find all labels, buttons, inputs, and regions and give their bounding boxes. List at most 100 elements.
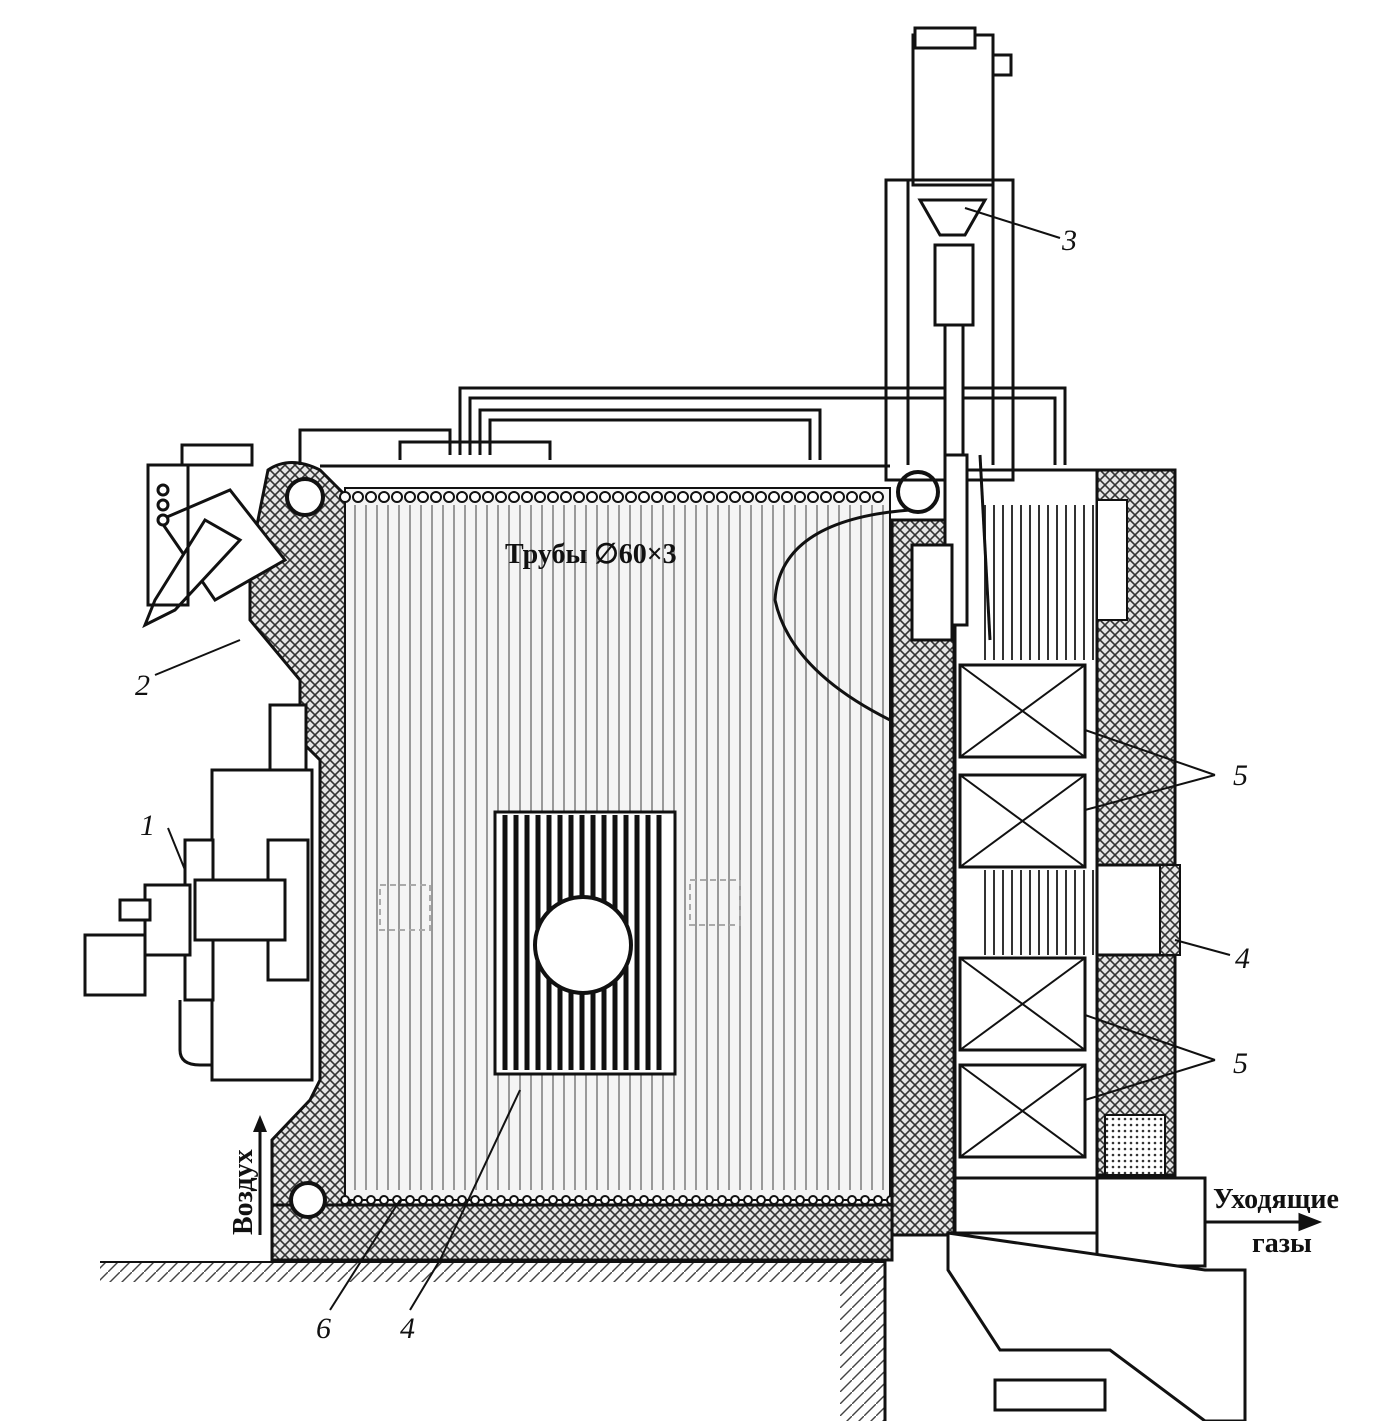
bottom-tube	[418, 1195, 428, 1205]
air-label: Воздух	[228, 1149, 259, 1235]
top-tube	[508, 491, 520, 503]
top-tube	[859, 491, 871, 503]
rear-inner-box	[1096, 499, 1128, 621]
bottom-tube	[561, 1195, 571, 1205]
top-tube	[365, 491, 377, 503]
bottom-tube	[340, 1195, 350, 1205]
tubes-annotation: Трубы ∅60×3	[505, 539, 677, 570]
bottom-tube	[834, 1195, 844, 1205]
top-tube	[599, 491, 611, 503]
inspection-port	[142, 443, 288, 629]
top-tube	[664, 491, 676, 503]
bottom-tube	[847, 1195, 857, 1205]
top-tube	[638, 491, 650, 503]
top-tube	[612, 491, 624, 503]
bottom-tube	[548, 1195, 558, 1205]
callout-5-upper: 5	[1233, 759, 1248, 792]
top-tube	[586, 491, 598, 503]
top-tube	[833, 491, 845, 503]
top-tube	[391, 491, 403, 503]
header-bottom-left	[289, 1181, 327, 1219]
top-tube	[560, 491, 572, 503]
callout-1: 1	[140, 809, 155, 842]
bottom-tube	[457, 1195, 467, 1205]
bottom-tube	[522, 1195, 532, 1205]
bottom-tube	[483, 1195, 493, 1205]
flue-gas-label-line2: газы	[1252, 1228, 1312, 1259]
bottom-tube	[769, 1195, 779, 1205]
bottom-tube	[782, 1195, 792, 1205]
top-tube	[573, 491, 585, 503]
top-tube	[378, 491, 390, 503]
bottom-tube	[678, 1195, 688, 1205]
callout-6: 6	[316, 1312, 331, 1345]
bottom-tube	[808, 1195, 818, 1205]
ground	[100, 1236, 887, 1421]
rear-baffle	[493, 810, 677, 1076]
top-tube	[846, 491, 858, 503]
top-tube-row	[339, 491, 884, 503]
steam-line	[773, 508, 911, 722]
flue-outlet	[946, 1176, 1323, 1423]
top-tube	[495, 491, 507, 503]
top-tube	[794, 491, 806, 503]
bottom-tube	[795, 1195, 805, 1205]
bottom-tube	[704, 1195, 714, 1205]
exchanger-cross	[959, 957, 1086, 1051]
bottom-tube	[600, 1195, 610, 1205]
bottom-tube	[613, 1195, 623, 1205]
soot-blower	[884, 26, 1015, 642]
convective-tubes	[984, 505, 1094, 955]
bottom-tube	[639, 1195, 649, 1205]
top-tube	[482, 491, 494, 503]
top-tube	[807, 491, 819, 503]
bottom-tube	[873, 1195, 883, 1205]
bottom-insulation	[270, 1203, 894, 1262]
bottom-tube	[691, 1195, 701, 1205]
top-tube	[339, 491, 351, 503]
exchanger-cross	[959, 774, 1086, 868]
top-tube	[404, 491, 416, 503]
top-tube	[677, 491, 689, 503]
bottom-tube	[652, 1195, 662, 1205]
bottom-tube	[860, 1195, 870, 1205]
bottom-tube	[405, 1195, 415, 1205]
callout-4-bottom: 4	[400, 1312, 415, 1345]
bottom-tube	[535, 1195, 545, 1205]
bottom-tube	[730, 1195, 740, 1205]
bottom-tube	[587, 1195, 597, 1205]
top-tube	[768, 491, 780, 503]
callout-3: 3	[1061, 224, 1077, 257]
bottom-tube	[626, 1195, 636, 1205]
top-tube	[755, 491, 767, 503]
bottom-tube	[509, 1195, 519, 1205]
bottom-tube	[821, 1195, 831, 1205]
top-tube	[872, 491, 884, 503]
bottom-tube	[756, 1195, 766, 1205]
exchanger-cross	[959, 664, 1086, 758]
bottom-tube	[470, 1195, 480, 1205]
exchanger-cross	[959, 1064, 1086, 1158]
sight-ports	[379, 879, 741, 931]
bottom-tube	[431, 1195, 441, 1205]
callout-5-lower: 5	[1233, 1047, 1248, 1080]
callout-2: 2	[135, 669, 150, 702]
top-tube	[820, 491, 832, 503]
flue-gas-label-line1: Уходящие	[1213, 1184, 1339, 1215]
top-tube	[417, 491, 429, 503]
top-tube	[352, 491, 364, 503]
top-tube	[456, 491, 468, 503]
top-tube	[651, 491, 663, 503]
bottom-tube	[353, 1195, 363, 1205]
bottom-tube	[743, 1195, 753, 1205]
bottom-tube	[717, 1195, 727, 1205]
bottom-tube	[574, 1195, 584, 1205]
top-tube	[729, 491, 741, 503]
bottom-tube	[444, 1195, 454, 1205]
top-tube	[521, 491, 533, 503]
bottom-tube	[366, 1195, 376, 1205]
top-tube	[625, 491, 637, 503]
leader-lines	[154, 207, 1231, 1311]
header-top-right	[896, 470, 940, 514]
